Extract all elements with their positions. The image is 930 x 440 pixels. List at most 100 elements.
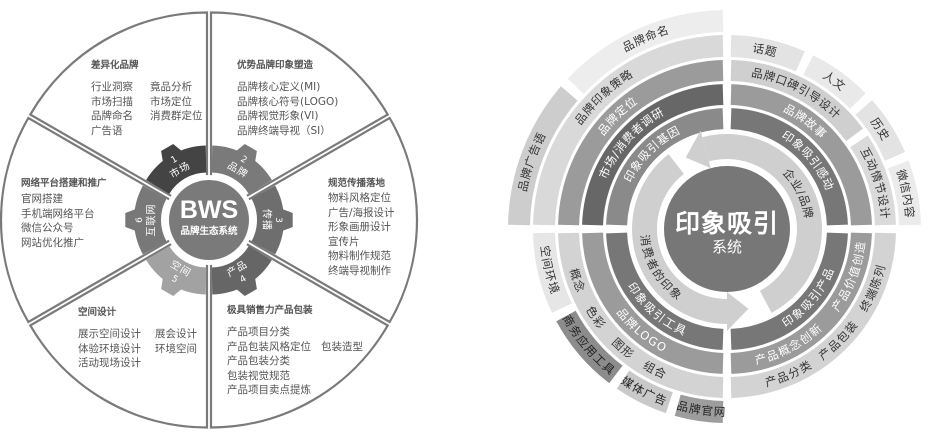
sector-communication-content: 规范传播落地 物料风格定位 广告/海报设计 形象画册设计 宣传片 物料制作规范 … [328, 177, 395, 277]
list-item: 微信公众号 [21, 222, 74, 235]
gear-tooth-icon [236, 277, 257, 296]
center-subtitle: 品牌生态系统 [180, 225, 238, 237]
sector-internet [0, 116, 208, 324]
list-item: 宣传片 [328, 235, 360, 248]
list-item: 展会设计 [155, 328, 197, 340]
sector-title: 优势品牌印象塑造 [237, 60, 314, 71]
list-item: 消费群定位 [150, 110, 203, 123]
list-item: 体验环境设计 [78, 342, 141, 355]
gear-label-number: 2 [239, 154, 249, 166]
ring-label-text: 话题 [752, 41, 778, 60]
gear-segment-market: 市场1 [146, 144, 207, 194]
list-item: 市场扫描 [91, 95, 133, 108]
ring-segment [730, 232, 896, 398]
sector-space-content: 空间设计 展示空间设计 体验环境设计 活动现场设计 展会设计 环境空间 [78, 306, 197, 369]
gear-segment-brand: 品牌2 [211, 144, 272, 194]
ring-segment [616, 370, 673, 414]
list-item: 官网搭建 [21, 193, 63, 205]
list-item: 产品包装分类 [227, 355, 290, 368]
ring-segment [582, 232, 724, 374]
list-item: 品牌终端导视（SI） [237, 124, 331, 137]
sector-product-content: 极具销售力产品包装 产品项目分类 产品包装风格定位 产品包装分类 包装视觉规范 … [227, 304, 363, 396]
ring-segment [606, 108, 724, 226]
gear-label-number: 6 [135, 217, 145, 223]
sector-market-content: 差异化品牌 行业洞察 市场扫描 品牌命名 广告语 竟品分析 市场定位 消费群定位 [91, 59, 203, 137]
list-item: 包装造型 [321, 340, 363, 353]
gear-tooth-icon [282, 209, 293, 231]
list-item: 终端导视制作 [328, 264, 391, 277]
ring-segment [730, 35, 805, 72]
ring-segment [730, 60, 863, 142]
list-item: 品牌命名 [91, 110, 133, 123]
ring-segment [730, 84, 872, 226]
center-subtitle: 系统 [712, 238, 742, 256]
sector-title: 差异化品牌 [91, 60, 139, 71]
gear-tooth-icon [161, 144, 182, 163]
ring-segment [533, 232, 572, 313]
list-item: 产品包装风格定位 [227, 340, 311, 353]
list-item: 物料风格定位 [328, 192, 391, 204]
gear-tooth-icon [236, 144, 257, 163]
center-title: 印象吸引 [675, 209, 779, 238]
list-item: 形象画册设计 [328, 221, 391, 234]
gear-segment-product: 产品4 [211, 246, 272, 296]
ring-label: 话题 [752, 41, 779, 60]
ring-segment [556, 310, 623, 384]
ring-segment [558, 232, 724, 398]
gear-label-name: 传播 [261, 209, 274, 231]
gear-tooth-icon [125, 209, 136, 231]
list-item: 物料制作规范 [328, 250, 391, 263]
sector-communication [210, 116, 419, 324]
ring-segment [606, 232, 724, 350]
ring-segment [508, 86, 578, 226]
gear-segment-space: 空间5 [146, 246, 207, 296]
ring-segment [887, 160, 921, 226]
ring-segment [582, 84, 724, 226]
gear-label-name: 互联网 [146, 204, 158, 237]
sector-brand-content: 优势品牌印象塑造 品牌核心定义(MI) 品牌核心符号(LOGO) 品牌视觉形象(… [237, 59, 338, 137]
gear-label-number: 5 [170, 274, 180, 286]
list-item: 产品项目卖点提炼 [227, 384, 311, 397]
arrowhead-icon [727, 292, 749, 331]
sector-title: 空间设计 [78, 307, 117, 318]
list-item: 品牌核心定义(MI) [237, 81, 321, 93]
sector-internet-content: 网络平台搭建和推广 官网搭建 手机端网络平台 微信公众号 网站优化推广 [21, 177, 107, 249]
center-title: BWS [180, 196, 238, 224]
arrowhead-icon [685, 130, 711, 169]
ring-segment [730, 108, 848, 226]
ring-segment [730, 232, 872, 374]
list-item: 行业洞察 [91, 81, 133, 93]
ring-segment [674, 394, 724, 423]
impression-attraction-wheel: 印象吸引系统印象吸引基因市场/消费者调研品牌定位品牌印象策略品牌广告语品牌命名印… [508, 10, 921, 423]
gear-label-number: 1 [170, 154, 180, 166]
gear-label-number: 3 [273, 217, 283, 223]
center-hub [169, 180, 249, 260]
ring-segment [558, 60, 724, 226]
gear-label-number: 4 [239, 274, 249, 286]
list-item: 广告语 [91, 124, 123, 137]
list-item: 产品项目分类 [227, 326, 290, 338]
list-item: 活动现场设计 [78, 357, 141, 370]
list-item: 网站优化推广 [21, 236, 84, 249]
list-item: 展示空间设计 [78, 328, 141, 340]
ring-segment [850, 135, 896, 226]
list-item: 市场定位 [150, 95, 192, 108]
sector-title: 网络平台搭建和推广 [21, 178, 107, 189]
list-item: 包装视觉规范 [227, 369, 290, 382]
ring-segment [855, 100, 906, 161]
cycle-arrow-left [631, 154, 749, 331]
list-item: 环境空间 [155, 342, 197, 355]
list-item: 品牌核心符号(LOGO) [237, 95, 339, 108]
center-hub [664, 166, 790, 292]
list-item: 竟品分析 [150, 81, 192, 93]
ring-segment [803, 55, 866, 109]
ring-segment [533, 35, 724, 226]
gear-tooth-icon [161, 277, 182, 296]
ring-segment [730, 232, 848, 350]
list-item: 广告/海报设计 [328, 206, 395, 219]
cycle-arrow-right [685, 130, 823, 313]
